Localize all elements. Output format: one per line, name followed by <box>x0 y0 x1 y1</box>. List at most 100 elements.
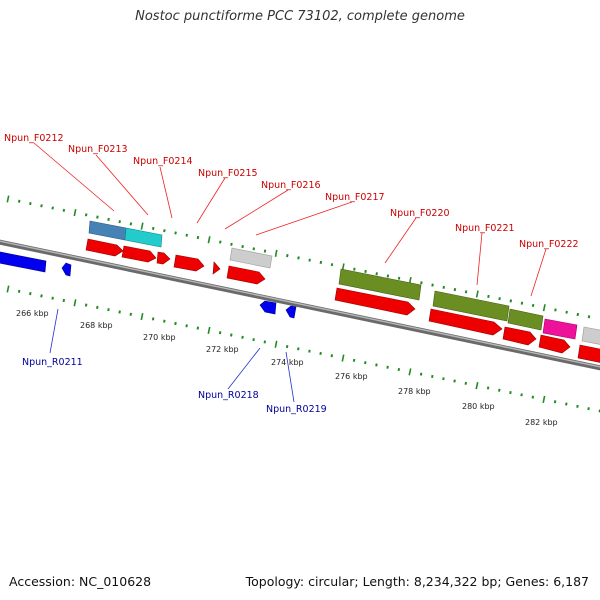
feature-magenta[interactable] <box>542 318 578 340</box>
gc-tick <box>62 298 66 303</box>
gene-label-forward[interactable]: Npun_F0212 <box>4 133 64 144</box>
gc-tick <box>118 220 121 224</box>
gc-tick <box>118 310 121 314</box>
gc-tick <box>308 349 311 353</box>
gc-tick <box>230 333 233 337</box>
gc-skew-track-upper <box>6 195 591 319</box>
gc-tick <box>565 402 568 406</box>
gc-tick <box>17 289 21 293</box>
gc-tick <box>587 407 590 411</box>
gc-tick <box>207 236 211 244</box>
gene-label-reverse[interactable]: Npun_R0218 <box>198 390 259 401</box>
cds-arrow[interactable] <box>538 334 571 354</box>
cds-arrow-reverse[interactable] <box>61 262 72 277</box>
gene-label-forward[interactable]: Npun_F0215 <box>198 168 258 179</box>
feature-steelblue[interactable] <box>88 220 127 241</box>
gc-tick <box>151 317 155 321</box>
cds-arrow[interactable] <box>428 308 503 336</box>
gc-tick <box>129 222 133 226</box>
gene-label-forward[interactable]: Npun_F0216 <box>261 180 321 191</box>
cds-arrow[interactable] <box>577 344 600 364</box>
gc-tick <box>498 297 501 301</box>
gc-tick <box>475 382 479 390</box>
cds-arrow-reverse[interactable] <box>0 251 47 273</box>
gc-tick <box>174 231 177 235</box>
gc-tick <box>453 379 456 383</box>
gc-tick <box>163 319 166 323</box>
gc-tick <box>397 276 401 280</box>
cds-arrow[interactable] <box>212 261 221 275</box>
gc-tick <box>341 354 345 362</box>
gc-skew-track-lower <box>6 285 600 413</box>
gc-tick <box>486 386 490 390</box>
gc-tick <box>129 312 133 316</box>
gc-tick <box>107 217 110 221</box>
gc-tick <box>531 395 535 399</box>
gc-tick <box>274 249 278 257</box>
gc-tick <box>73 299 77 307</box>
feature-rrna-1[interactable] <box>338 268 422 301</box>
gene-label-forward[interactable]: Npun_F0220 <box>390 208 450 219</box>
gc-tick <box>51 296 54 300</box>
feature-trna-grey-2[interactable] <box>581 326 600 346</box>
gc-tick <box>196 235 200 240</box>
gc-tick <box>509 299 513 303</box>
feature-cyan[interactable] <box>124 227 163 248</box>
gc-tick <box>419 372 423 376</box>
gc-tick <box>285 345 289 349</box>
gc-tick <box>274 340 278 348</box>
gc-tick <box>442 377 445 381</box>
gc-tick <box>330 354 334 358</box>
gc-tick <box>241 335 244 339</box>
feature-track-reverse-cds <box>0 251 297 319</box>
cds-arrow[interactable] <box>334 287 416 316</box>
gc-tick <box>520 393 523 397</box>
gene-label-forward[interactable]: Npun_F0221 <box>455 223 515 234</box>
cds-arrow[interactable] <box>156 251 171 265</box>
feature-rrna-3[interactable] <box>507 308 544 331</box>
cds-arrow-reverse[interactable] <box>285 305 297 319</box>
gc-tick <box>51 206 54 210</box>
gc-tick <box>241 245 244 249</box>
cds-arrow[interactable] <box>226 265 266 285</box>
scale-tick-label: 270 kbp <box>143 333 176 342</box>
feature-rrna-2[interactable] <box>432 290 510 322</box>
cds-arrow[interactable] <box>173 254 205 272</box>
cds-arrow[interactable] <box>121 245 157 263</box>
gc-tick <box>364 269 367 273</box>
gene-label-reverse[interactable]: Npun_R0219 <box>266 404 327 415</box>
gc-tick <box>219 240 222 244</box>
gc-tick <box>163 229 166 233</box>
gene-label-reverse[interactable]: Npun_R0211 <box>22 357 83 368</box>
gene-label-forward[interactable]: Npun_F0222 <box>519 239 579 250</box>
cds-arrow-reverse[interactable] <box>259 300 277 315</box>
gc-tick <box>297 347 300 351</box>
gc-tick <box>531 303 535 308</box>
gc-tick <box>554 308 557 312</box>
gc-tick <box>40 294 43 298</box>
gc-tick <box>487 294 490 298</box>
gc-tick <box>252 338 255 342</box>
gene-label-forward[interactable]: Npun_F0214 <box>133 156 193 167</box>
gc-tick <box>230 242 233 246</box>
forward-label-leaders <box>33 142 547 297</box>
gc-tick <box>207 326 211 334</box>
cds-arrow[interactable] <box>85 238 124 257</box>
scale-tick-label: 276 kbp <box>335 372 368 381</box>
gc-tick <box>96 305 99 310</box>
gene-label-forward[interactable]: Npun_F0213 <box>68 144 128 155</box>
gene-label-forward[interactable]: Npun_F0217 <box>325 192 385 203</box>
gc-tick <box>442 285 445 289</box>
feature-trna-grey[interactable] <box>229 247 273 269</box>
gc-tick <box>397 367 401 372</box>
cds-arrow[interactable] <box>502 326 537 346</box>
gc-tick <box>587 315 591 319</box>
scale-tick-label: 278 kbp <box>398 387 431 396</box>
gc-tick <box>140 222 144 230</box>
gc-tick <box>375 363 378 367</box>
gc-tick <box>73 209 77 217</box>
gc-tick <box>96 215 99 219</box>
gc-tick <box>509 391 512 395</box>
genome-summary-text: Topology: circular; Length: 8,234,322 bp… <box>245 574 589 589</box>
